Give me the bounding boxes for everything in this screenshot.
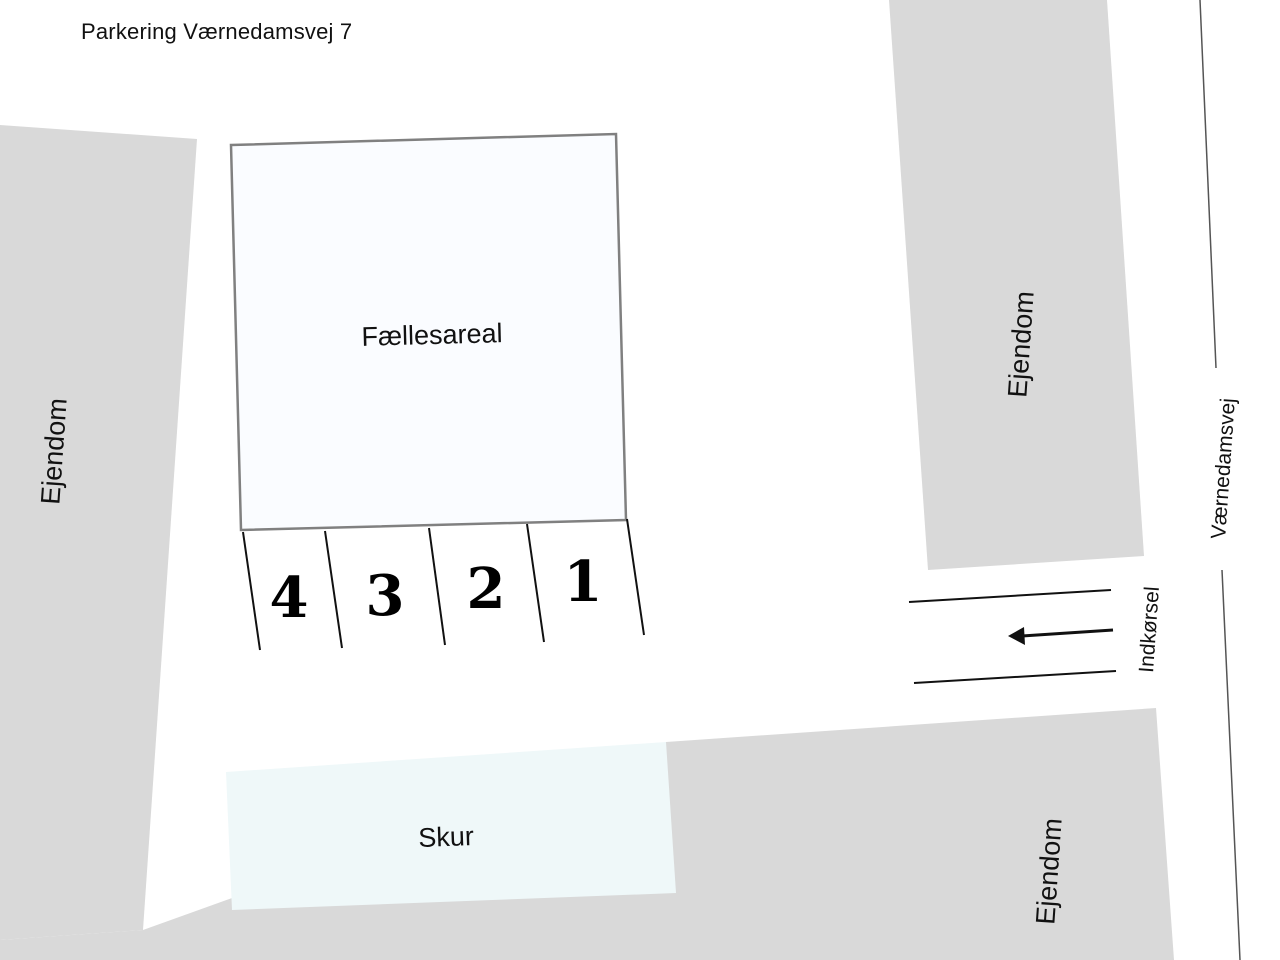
common-area-label: Fællesareal: [361, 318, 503, 352]
property-left-label: Ejendom: [35, 397, 72, 505]
street-line: [1199, 0, 1241, 960]
parking-spot-number: 4: [270, 565, 309, 631]
entrance-lanes: [908, 589, 1117, 684]
page-title: Parkering Værnedamsvej 7: [81, 19, 353, 44]
parking-spot-number: 1: [564, 549, 603, 615]
parking-spot-number: 2: [467, 556, 506, 622]
shed-label: Skur: [418, 821, 475, 853]
parking-spot-dividers: [242, 518, 645, 651]
property-bottom-right-label: Ejendom: [1030, 817, 1067, 925]
property-top-right: [889, 0, 1144, 570]
property-top-right-label: Ejendom: [1002, 290, 1039, 398]
shed-area: [226, 742, 676, 910]
entrance-label: Indkørsel: [1135, 586, 1164, 674]
common-area: [229, 132, 628, 532]
arrow-left-icon: [1008, 627, 1114, 645]
property-left: [0, 125, 197, 940]
parking-spot-number: 3: [366, 563, 405, 629]
street-label: Værnedamsvej: [1207, 397, 1240, 539]
